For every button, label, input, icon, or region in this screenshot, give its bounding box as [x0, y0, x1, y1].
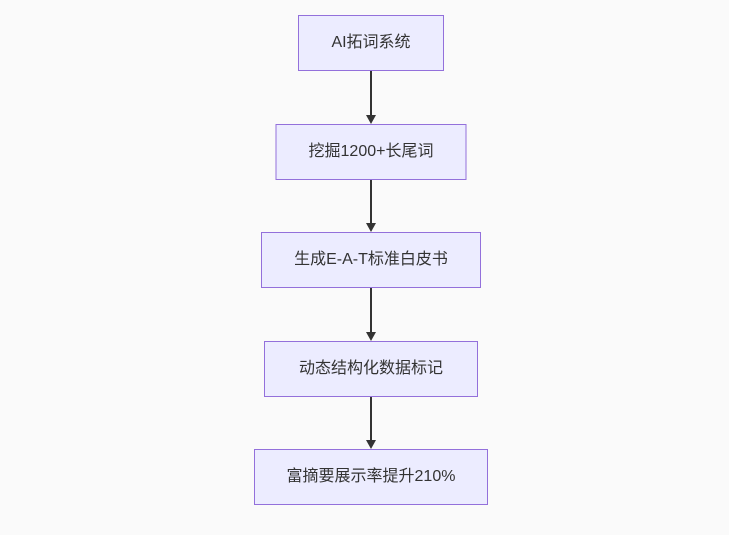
edge-arrow-1 — [366, 71, 376, 124]
arrow-line — [370, 71, 372, 115]
arrow-head-icon — [366, 223, 376, 232]
edge-arrow-4 — [366, 397, 376, 449]
arrow-line — [370, 288, 372, 332]
arrow-head-icon — [366, 332, 376, 341]
node-label: 生成E-A-T标准白皮书 — [294, 251, 448, 268]
node-label: 富摘要展示率提升210% — [286, 468, 456, 485]
flowchart-node-longtail-mining: 挖掘1200+长尾词 — [275, 124, 467, 180]
arrow-head-icon — [366, 115, 376, 124]
flowchart-node-structured-data: 动态结构化数据标记 — [264, 341, 478, 397]
arrow-head-icon — [366, 440, 376, 449]
edge-arrow-3 — [366, 288, 376, 341]
node-label: AI拓词系统 — [331, 34, 411, 51]
arrow-line — [370, 180, 372, 223]
arrow-line — [370, 397, 372, 440]
node-label: 动态结构化数据标记 — [298, 360, 443, 377]
node-label: 挖掘1200+长尾词 — [308, 143, 434, 160]
flowchart-node-ai-expansion: AI拓词系统 — [298, 15, 444, 71]
flowchart-node-rich-snippet: 富摘要展示率提升210% — [254, 449, 488, 505]
edge-arrow-2 — [366, 180, 376, 232]
flowchart-node-eat-whitepaper: 生成E-A-T标准白皮书 — [261, 232, 481, 288]
